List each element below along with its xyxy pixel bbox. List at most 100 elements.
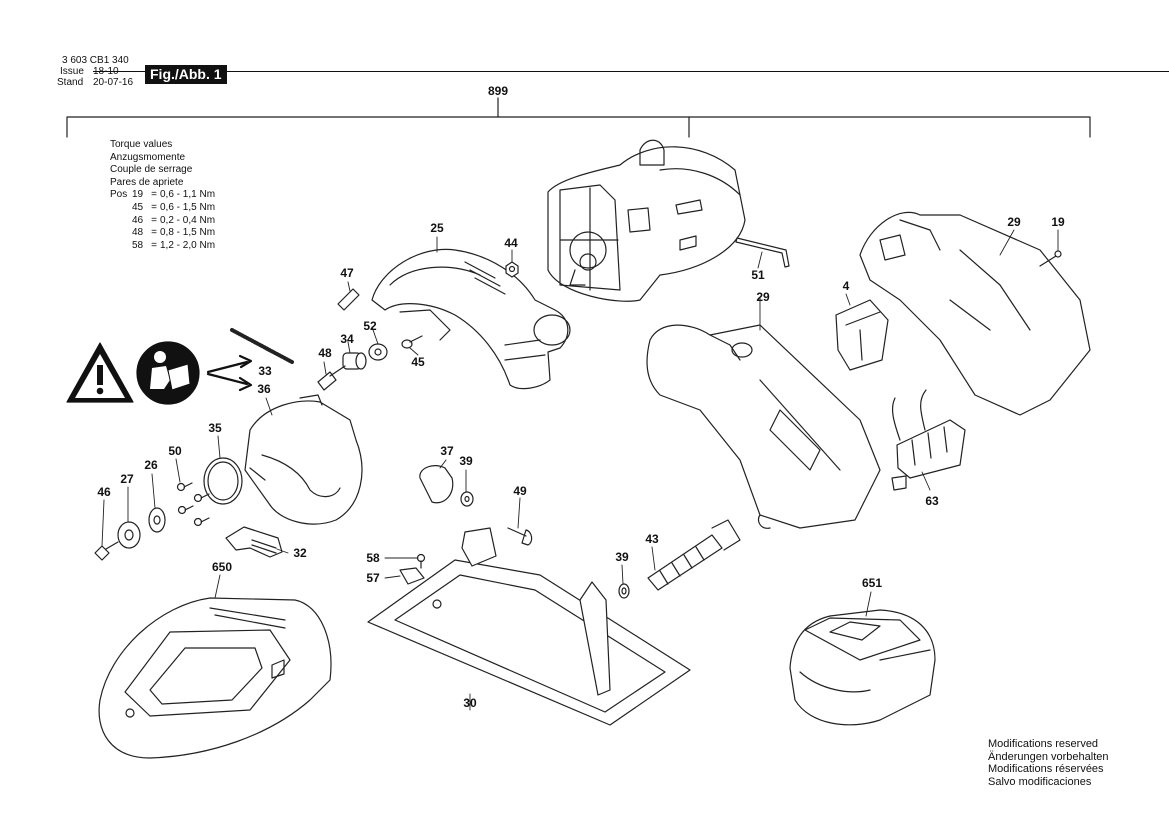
ring	[203, 457, 243, 505]
part-label-39-lower: 39	[615, 550, 629, 564]
bushing	[342, 352, 367, 370]
read-manual-icon	[136, 341, 200, 405]
torque-row: 48 =0,8 - 1,5 Nm	[110, 227, 280, 240]
part-label-45: 45	[411, 355, 425, 369]
base-plate	[367, 527, 691, 726]
assembly-bracket	[66, 97, 1091, 138]
battery	[789, 609, 936, 726]
washer	[460, 491, 474, 507]
part-label-19: 19	[1051, 215, 1065, 229]
part-label-4: 4	[842, 279, 850, 293]
note-en: Modifications reserved	[988, 738, 1099, 750]
part-label-50: 50	[168, 444, 182, 458]
threaded-rod	[647, 519, 741, 591]
torque-pos: 19	[132, 189, 144, 201]
part-label-43: 43	[645, 532, 659, 546]
battery-contacts	[891, 389, 966, 491]
hex-key	[735, 237, 790, 268]
screw	[94, 541, 119, 561]
part-label-58: 58	[366, 551, 380, 565]
nut	[505, 261, 519, 278]
torque-value: 1,2 - 2,0 Nm	[160, 239, 216, 251]
part-label-44: 44	[504, 236, 518, 250]
part-label-36: 36	[257, 382, 271, 396]
part-label-63: 63	[925, 494, 939, 508]
torque-title-en: Torque values	[110, 139, 173, 150]
torque-eq: =	[151, 189, 157, 201]
part-label-26: 26	[144, 458, 158, 472]
part-label-34: 34	[340, 332, 354, 346]
part-label-32: 32	[293, 546, 307, 560]
torque-title-de: Anzugsmomente	[110, 151, 186, 163]
torque-table: Torque values Anzugsmomente Couple de se…	[110, 139, 280, 252]
part-label-48: 48	[318, 346, 332, 360]
part-label-46: 46	[97, 485, 111, 499]
part-label-57: 57	[366, 571, 380, 585]
part-label-30: 30	[463, 696, 477, 710]
torque-eq: =	[151, 227, 157, 239]
torque-eq: =	[151, 239, 157, 251]
torque-pos: 45	[132, 201, 144, 213]
leader-lines	[101, 229, 1059, 711]
torque-eq: =	[151, 214, 157, 226]
clip	[399, 567, 425, 585]
screw	[416, 553, 426, 569]
torque-row: 45 =0,6 - 1,5 Nm	[110, 202, 280, 215]
flange	[117, 521, 141, 549]
torque-row: Pos 19 =0,6 - 1,1 Nm	[110, 189, 280, 202]
part-label-33: 33	[258, 364, 272, 378]
torque-eq: =	[151, 201, 157, 213]
housing-half-left	[646, 324, 881, 529]
note-es: Salvo modificaciones	[988, 775, 1092, 788]
part-label-52: 52	[363, 319, 377, 333]
issue-value: 18-10	[93, 66, 1169, 77]
part-label-25: 25	[430, 221, 444, 235]
torque-title-es: Pares de apriete	[110, 176, 184, 188]
torque-value: 0,8 - 1,5 Nm	[160, 227, 216, 239]
screw	[401, 335, 423, 349]
issue-label: Issue	[60, 66, 84, 77]
torque-row: 46 =0,2 - 0,4 Nm	[110, 215, 280, 228]
lower-blade-guard	[244, 394, 363, 525]
note-de: Änderungen vorbehalten	[988, 750, 1109, 763]
upper-blade-guard	[371, 248, 571, 390]
document-number: 3 603 CB1 340	[62, 55, 129, 66]
torque-value: 0,2 - 0,4 Nm	[160, 214, 216, 226]
part-label-27: 27	[120, 472, 134, 486]
housing-half-right	[859, 211, 1091, 416]
torque-value: 0,6 - 1,1 Nm	[160, 189, 216, 201]
torque-pos: 48	[132, 227, 144, 239]
washer	[148, 507, 166, 533]
part-label-29-left: 29	[756, 290, 770, 304]
torque-row: 58=1,2 - 2,0 Nm	[110, 240, 280, 253]
torque-pos: 46	[132, 214, 144, 226]
part-label-39-upper: 39	[459, 454, 473, 468]
torque-title-fr: Couple de serrage	[110, 164, 193, 176]
modification-notes: Modifications reserved Änderungen vorbeh…	[988, 738, 1108, 788]
part-label-35: 35	[208, 421, 222, 435]
part-label-651: 651	[861, 576, 883, 590]
torque-value: 0,6 - 1,5 Nm	[160, 201, 216, 213]
warning-triangle-icon	[66, 342, 134, 403]
figure-label: Fig./Abb. 1	[145, 65, 227, 84]
part-label-37: 37	[440, 444, 454, 458]
screw	[317, 365, 346, 391]
part-label-51: 51	[751, 268, 765, 282]
stand-value: 20-07-16	[93, 77, 134, 88]
part-label-49: 49	[513, 484, 527, 498]
washer	[618, 583, 630, 599]
spring	[230, 328, 294, 364]
screw	[1039, 250, 1062, 267]
knob	[419, 465, 454, 504]
stand-label: Stand	[57, 77, 84, 88]
bolt	[507, 527, 533, 546]
callout-arrows	[206, 354, 253, 392]
washer	[368, 343, 388, 361]
motor-unit	[547, 139, 746, 302]
pos-label: Pos	[110, 189, 128, 201]
assembly-number-label: 899	[487, 84, 509, 98]
screws	[176, 482, 210, 527]
switch	[835, 299, 889, 371]
guard-lever	[225, 526, 283, 558]
